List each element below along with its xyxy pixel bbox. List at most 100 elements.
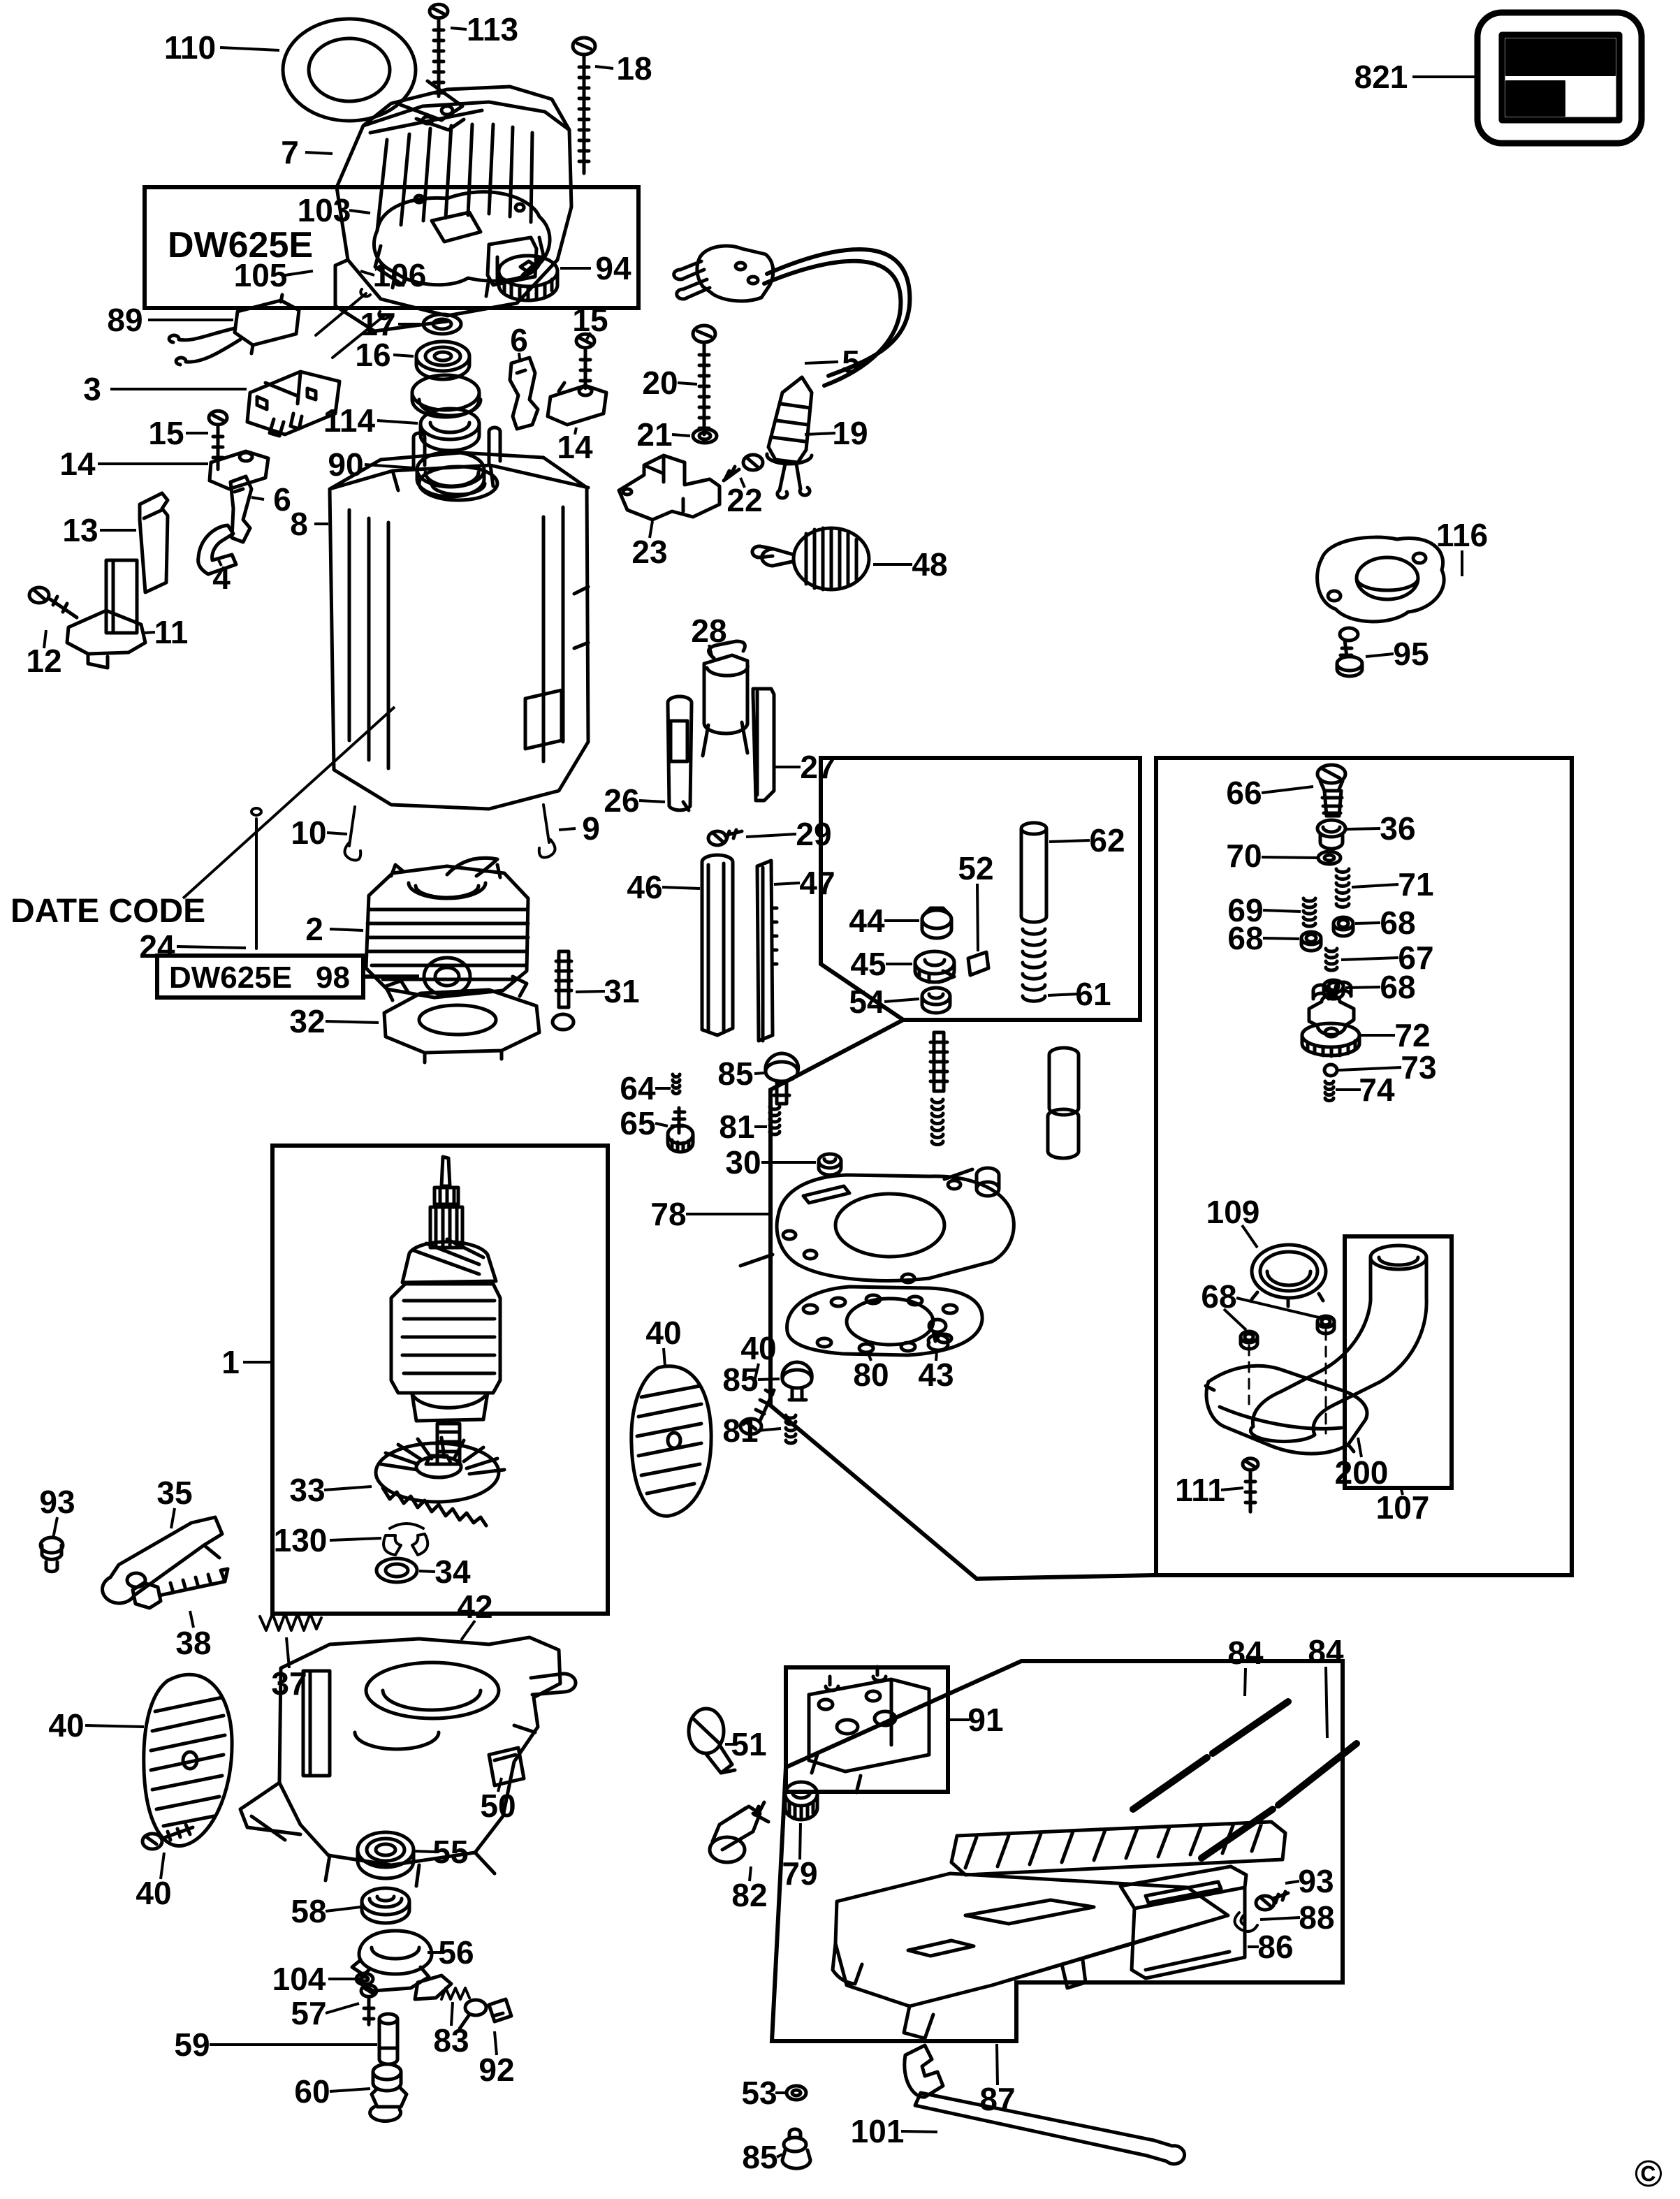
part-number-label: 62 (1089, 822, 1125, 859)
leader-line (251, 496, 265, 501)
leader-line (1262, 937, 1300, 940)
callout-22: 22 (726, 477, 763, 518)
callout-84: 84 (1308, 1633, 1344, 1739)
spring-83 (440, 1987, 471, 2001)
part-number-label: 6 (273, 481, 291, 518)
part-number-label: 61 (1075, 976, 1111, 1012)
leader-line (182, 706, 396, 900)
nut-68a (1331, 915, 1355, 938)
hook-4 (196, 523, 238, 576)
leader-line (176, 945, 247, 949)
spring-81a (768, 1104, 782, 1137)
callout-73: 73 (1338, 1049, 1437, 1086)
callout-92: 92 (479, 2031, 515, 2088)
callout-date-leader (182, 706, 396, 900)
part-number-label: 66 (1226, 775, 1262, 811)
leader-line (518, 352, 521, 360)
motor-cap-7 (333, 85, 574, 333)
baffle-13 (138, 491, 170, 594)
callout-38: 38 (175, 1610, 212, 1661)
leader-line (85, 1724, 145, 1728)
nut-54 (920, 986, 952, 1015)
wire-9 (537, 803, 557, 859)
part-number-label: 53 (741, 2075, 777, 2111)
part-number-label: 40 (740, 1330, 776, 1366)
part-number-label: 70 (1226, 838, 1262, 874)
leader-line (360, 270, 375, 277)
leader-line (752, 1363, 760, 1388)
collar-56 (350, 1929, 453, 2001)
callout-72: 72 (1361, 1017, 1431, 1053)
leader-line (574, 427, 578, 435)
bearing-55 (356, 1830, 416, 1880)
legend-icon-bars-821 (1505, 38, 1616, 117)
part-number-label: 35 (156, 1475, 192, 1511)
leader-line (1346, 827, 1381, 831)
spring-64 (671, 1072, 682, 1096)
part-number-label: 33 (289, 1472, 325, 1508)
leader-line (585, 332, 592, 340)
callout-21: 21 (636, 416, 691, 453)
part-number-label: 81 (719, 1109, 754, 1145)
copyright-mark: © (1635, 2153, 1663, 2195)
part-number-label: 32 (289, 1003, 325, 1039)
washer-21 (691, 427, 719, 445)
plug-93a (38, 1535, 65, 1574)
callout-59: 59 (174, 2026, 377, 2063)
part-number-label: 56 (438, 1934, 474, 1971)
leader-line (1324, 1666, 1329, 1739)
subbase-frame (768, 1018, 1157, 1581)
callout-200: 200 (1335, 1437, 1389, 1491)
callout-103: 103 (298, 192, 371, 228)
callout-116: 116 (1436, 517, 1488, 576)
part-number-label: 86 (1257, 1929, 1293, 1965)
part-number-label: 104 (272, 1961, 326, 1997)
callout-56: 56 (428, 1934, 474, 1971)
part-number-label: 79 (782, 1855, 817, 1892)
leader-line (1222, 1308, 1248, 1331)
part-number-label: 200 (1335, 1454, 1389, 1491)
leader-line (1365, 652, 1394, 658)
guide-rods (738, 1167, 974, 1268)
callout-85: 85 (742, 2139, 783, 2175)
clamp-32 (382, 974, 541, 1065)
callout-51: 51 (725, 1726, 767, 1762)
part-number-label: 92 (479, 2052, 514, 2088)
column-frame (819, 756, 1142, 1022)
latch-6b (228, 474, 254, 544)
callout-10: 10 (291, 814, 348, 851)
legend-icon-821 (1474, 9, 1645, 147)
part-number-label: 37 (271, 1665, 307, 1702)
leader-line (460, 1619, 476, 1642)
callout-54: 54 (849, 984, 920, 1020)
callout-93: 93 (1285, 1863, 1334, 1899)
callout-40: 40 (48, 1707, 145, 1744)
part-number-label: 93 (39, 1484, 75, 1520)
wing-knob-51 (687, 1707, 737, 1775)
leader-line (329, 928, 364, 932)
part-number-label: 5 (842, 344, 860, 380)
callout-53: 53 (741, 2075, 785, 2111)
knob-85c (780, 2127, 812, 2170)
leader-line (1262, 909, 1301, 913)
leader-line (935, 1350, 938, 1361)
callout-86: 86 (1248, 1929, 1294, 1965)
part-number-label: 27 (800, 749, 835, 785)
tubes-mid (1046, 1046, 1081, 1160)
part-number-label: 73 (1401, 1049, 1436, 1086)
part-number-label: 42 (457, 1588, 492, 1625)
leader-line (638, 799, 666, 803)
leader-line (1047, 993, 1078, 997)
leader-line (804, 432, 836, 436)
guard-ring-110 (281, 17, 466, 132)
callout-33: 33 (289, 1472, 372, 1508)
washer-58 (360, 1886, 411, 1925)
callout-91: 91 (950, 1702, 1004, 1738)
callout-114: 114 (323, 402, 418, 439)
callout-11: 11 (143, 614, 188, 650)
callout-40: 40 (740, 1330, 777, 1388)
callout-74: 74 (1336, 1072, 1395, 1108)
knob-85b (780, 1360, 814, 1402)
screw-18 (571, 36, 597, 175)
